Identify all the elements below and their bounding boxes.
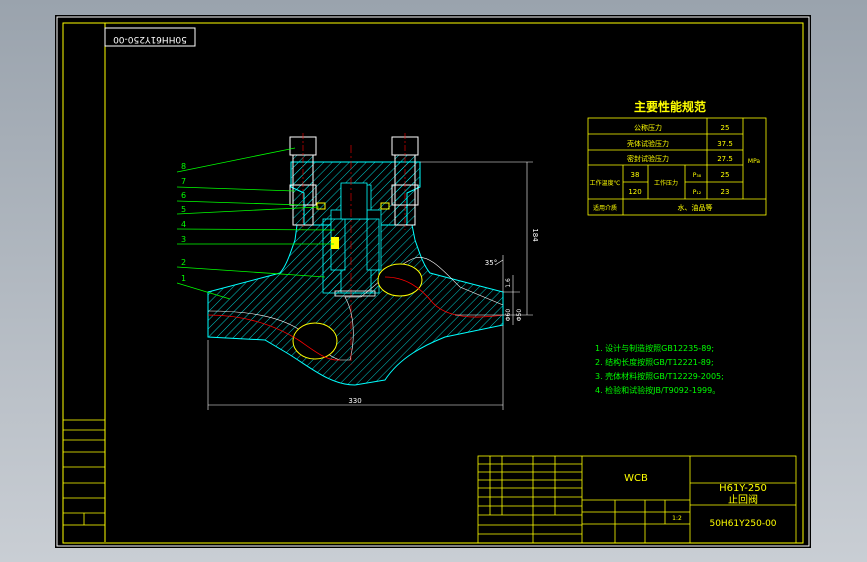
note-2: 2. 结构长度按照GB/T12221-89; bbox=[595, 357, 714, 367]
part-number-4: 4 bbox=[181, 220, 186, 229]
part-numbers: 8 7 6 5 4 3 2 1 bbox=[181, 162, 186, 283]
pressure-symbol-2: P₁₂ bbox=[693, 189, 702, 196]
cad-drawing: 50HH61Y250-00 主要性能规范 公称压力 bbox=[56, 16, 810, 547]
revision-strip bbox=[62, 419, 106, 526]
part-number-6: 6 bbox=[181, 191, 186, 200]
pressure-value-1: 25 bbox=[721, 171, 730, 179]
part-number-8: 8 bbox=[181, 162, 186, 171]
temp-value-1: 38 bbox=[631, 171, 640, 179]
note-1: 1. 设计与制造按照GB12235-89; bbox=[595, 343, 714, 353]
title-material: WCB bbox=[624, 473, 648, 484]
pressure-symbol-1: P₃₈ bbox=[693, 172, 702, 179]
part-number-2: 2 bbox=[181, 258, 186, 267]
medium-label: 适用介质 bbox=[593, 204, 617, 212]
title-block bbox=[477, 455, 797, 544]
dim-small3: Φ50 bbox=[516, 309, 523, 322]
dimensions bbox=[207, 161, 533, 410]
mirrored-code: 50HH61Y250-00 bbox=[113, 34, 187, 44]
spec-table-title: 主要性能规范 bbox=[634, 99, 706, 114]
note-3: 3. 壳体材料按照GB/T12229-2005; bbox=[595, 371, 724, 381]
pressure-value-2: 23 bbox=[721, 188, 730, 196]
work-pressure-label: 工作压力 bbox=[654, 179, 678, 187]
work-temp-label: 工作温度℃ bbox=[590, 179, 621, 187]
technical-notes: 1. 设计与制造按照GB12235-89; 2. 结构长度按照GB/T12221… bbox=[595, 343, 724, 395]
spec-row1-value: 25 bbox=[721, 124, 730, 132]
part-number-5: 5 bbox=[181, 205, 186, 214]
dim-small1: 1.6 bbox=[505, 278, 512, 288]
dim-length: 330 bbox=[348, 397, 361, 405]
inner-frame bbox=[62, 22, 804, 544]
title-code: 50H61Y250-00 bbox=[709, 519, 776, 529]
spec-row2-label: 壳体试验压力 bbox=[627, 139, 669, 148]
dim-angle: 35° bbox=[485, 259, 497, 267]
part-number-7: 7 bbox=[181, 177, 186, 186]
title-name: 止回阀 bbox=[728, 493, 758, 506]
title-scale: 1:2 bbox=[672, 515, 682, 522]
spec-row3-value: 27.5 bbox=[717, 155, 733, 163]
spec-row3-label: 密封试验压力 bbox=[627, 154, 669, 163]
temp-value-2: 120 bbox=[628, 188, 641, 196]
part-number-3: 3 bbox=[181, 235, 186, 244]
spec-row2-value: 37.5 bbox=[717, 140, 733, 148]
outer-frame bbox=[56, 16, 810, 547]
spec-row1-label: 公称压力 bbox=[634, 123, 662, 132]
valve-section bbox=[207, 133, 504, 386]
code-box bbox=[104, 27, 196, 47]
drawing-sheet: 50HH61Y250-00 主要性能规范 公称压力 bbox=[55, 15, 811, 548]
dim-small2: Φ60 bbox=[505, 309, 512, 322]
part-number-1: 1 bbox=[181, 274, 186, 283]
medium-value: 水、油品等 bbox=[678, 203, 713, 212]
spec-unit: MPa bbox=[748, 158, 761, 165]
dim-height: 184 bbox=[531, 228, 539, 242]
note-4: 4. 检验和试验按JB/T9092-1999。 bbox=[595, 385, 720, 395]
spec-table: 主要性能规范 公称压力 25 壳体试验压力 37.5 密封试验压力 27.5 M… bbox=[587, 99, 767, 216]
part-leaders bbox=[176, 147, 336, 300]
title-model: H61Y-250 bbox=[719, 483, 767, 494]
